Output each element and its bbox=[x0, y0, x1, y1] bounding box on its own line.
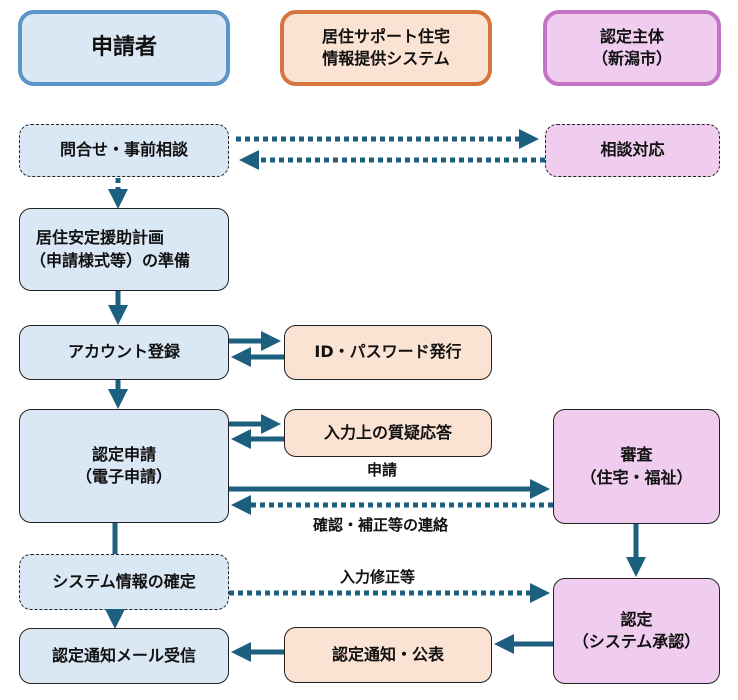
step-account-register: アカウント登録 bbox=[19, 325, 229, 380]
step-notice-mail: 認定通知メール受信 bbox=[19, 628, 229, 684]
step-review-line2: （住宅・福祉） bbox=[580, 467, 693, 487]
step-plan-prep-line1: 居住安定援助計画 bbox=[36, 228, 165, 248]
step-e-application: 認定申請 （電子申請） bbox=[19, 409, 229, 523]
step-review: 審査 （住宅・福祉） bbox=[553, 409, 720, 524]
step-e-application-line2: （電子申請） bbox=[75, 467, 172, 486]
step-consult-response: 相談対応 bbox=[545, 124, 720, 177]
header-system: 居住サポート住宅 情報提供システム bbox=[280, 10, 492, 86]
step-system-confirm-label: システム情報の確定 bbox=[52, 571, 196, 591]
step-certification: 認定 （システム承認） bbox=[553, 578, 720, 684]
header-system-line2: 情報提供システム bbox=[322, 49, 450, 68]
header-applicant: 申請者 bbox=[18, 10, 230, 86]
step-id-issue-label: ID・パスワード発行 bbox=[314, 342, 462, 362]
header-authority-line2: （新潟市） bbox=[591, 49, 672, 68]
header-applicant-label: 申請者 bbox=[90, 34, 157, 60]
step-notice-mail-label: 認定通知メール受信 bbox=[51, 645, 196, 665]
step-plan-prep-line2: （申請様式等）の準備 bbox=[30, 250, 191, 270]
edge-label-confirm-correct: 確認・補正等の連絡 bbox=[313, 516, 449, 534]
edge-label-input-fix: 入力修正等 bbox=[340, 568, 416, 586]
step-consult-response-label: 相談対応 bbox=[600, 140, 665, 160]
step-input-qa-label: 入力上の質疑応答 bbox=[323, 422, 452, 442]
step-notice-publish-label: 認定通知・公表 bbox=[331, 644, 444, 664]
header-system-line1: 居住サポート住宅 bbox=[321, 26, 450, 46]
step-e-application-line1: 認定申請 bbox=[91, 444, 156, 464]
header-authority: 認定主体 （新潟市） bbox=[543, 10, 721, 86]
step-notice-publish: 認定通知・公表 bbox=[284, 627, 492, 683]
step-id-issue: ID・パスワード発行 bbox=[284, 325, 492, 380]
step-plan-prep: 居住安定援助計画 （申請様式等）の準備 bbox=[19, 208, 229, 291]
step-inquiry: 問合せ・事前相談 bbox=[19, 124, 229, 177]
header-authority-line1: 認定主体 bbox=[599, 26, 664, 46]
step-system-confirm: システム情報の確定 bbox=[19, 554, 229, 610]
step-input-qa: 入力上の質疑応答 bbox=[284, 409, 492, 457]
step-inquiry-label: 問合せ・事前相談 bbox=[59, 140, 188, 160]
step-review-line1: 審査 bbox=[620, 445, 653, 465]
step-certification-line2: （システム承認） bbox=[572, 632, 701, 651]
step-account-register-label: アカウント登録 bbox=[67, 342, 180, 362]
step-certification-line1: 認定 bbox=[620, 609, 653, 629]
edge-label-apply: 申請 bbox=[367, 461, 398, 479]
